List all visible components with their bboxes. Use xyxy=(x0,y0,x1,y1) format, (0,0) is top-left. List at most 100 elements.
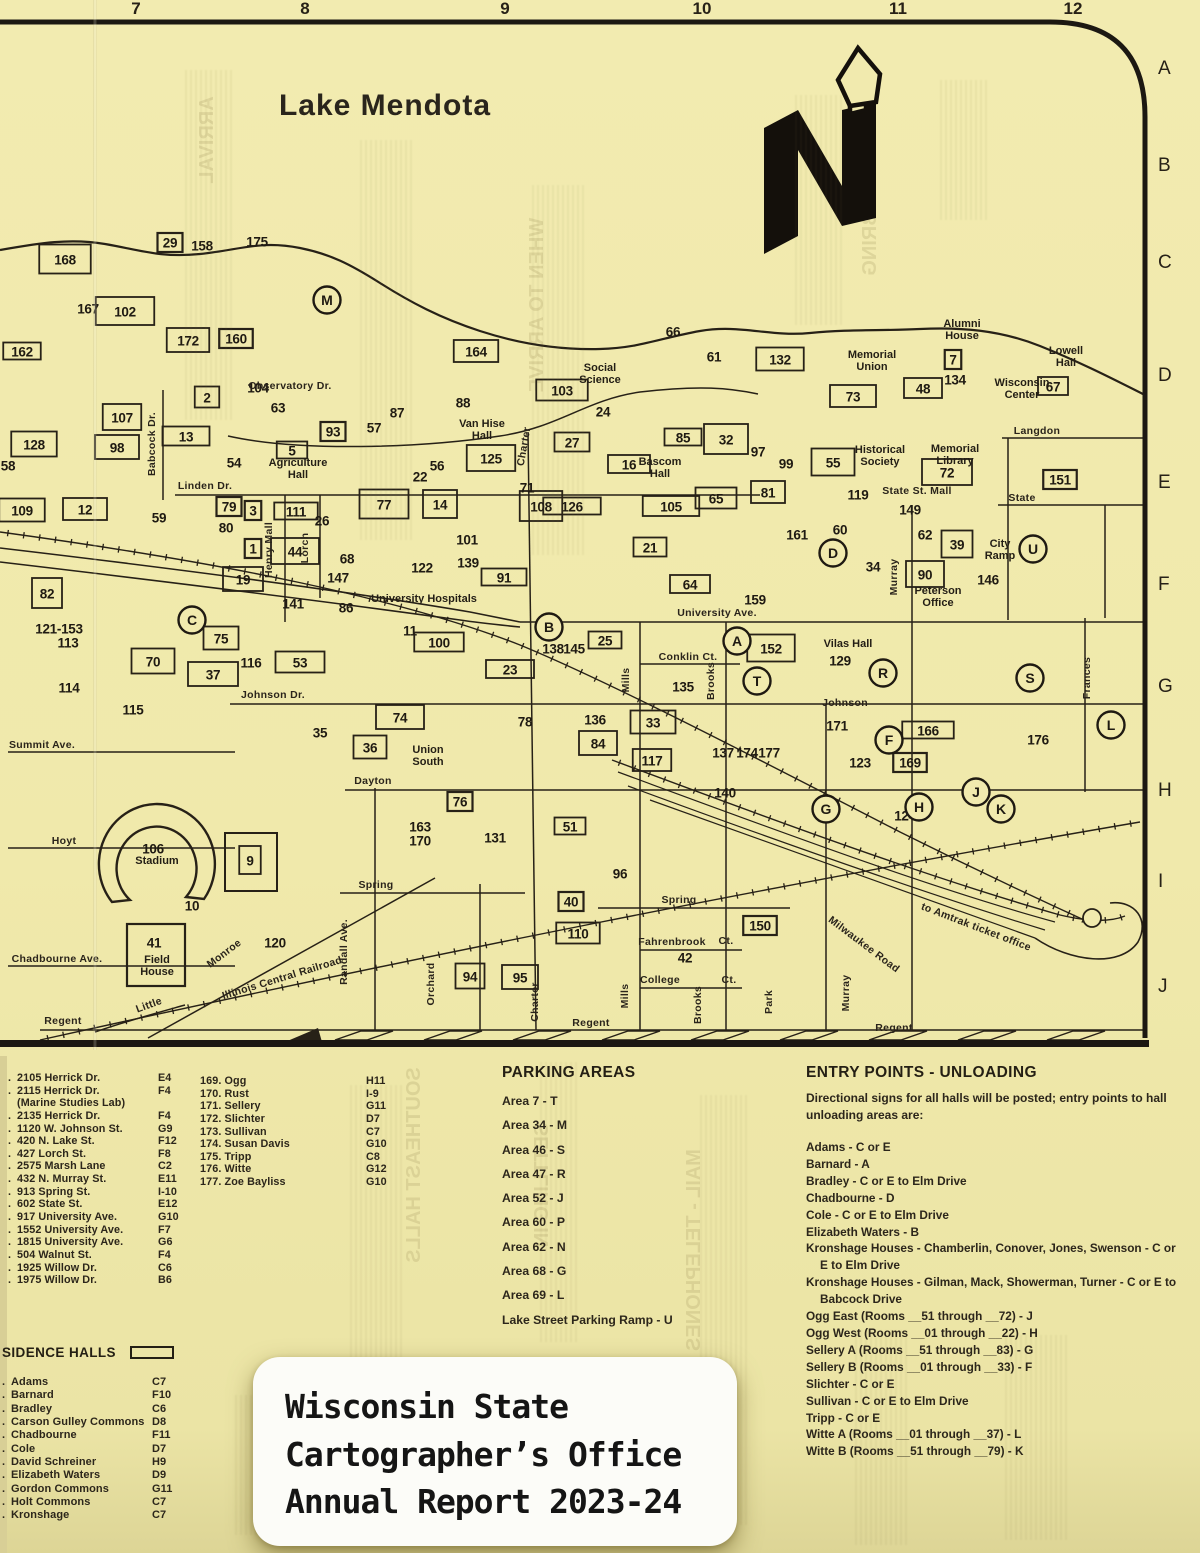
street-label: Babcock Dr. xyxy=(146,412,158,476)
railroad-tick xyxy=(688,901,692,908)
railroad-tick xyxy=(665,710,670,717)
building-number: 150 xyxy=(749,919,771,934)
building-number: 100 xyxy=(428,636,450,651)
entry-point-item: Sellery A (Rooms __51 through __83) - G xyxy=(806,1342,1034,1357)
list-item: .2135 Herrick Dr.F4 xyxy=(8,1109,171,1122)
parking-areas-title: PARKING AREAS xyxy=(502,1064,636,1081)
building-outline xyxy=(452,339,500,363)
area-circle-marker xyxy=(1018,534,1048,564)
railroad-tick xyxy=(101,543,105,551)
area-circle-marker xyxy=(177,605,207,635)
parking-area-item: Area 60 - P xyxy=(502,1215,566,1230)
list-item: .504 Walnut St.F4 xyxy=(8,1248,171,1261)
railroad-tick xyxy=(290,577,294,585)
building-number: 10 xyxy=(185,899,199,914)
building-number: 109 xyxy=(11,504,33,519)
railroad-tick xyxy=(737,746,742,753)
list-item: .602 State St.E12 xyxy=(8,1198,178,1211)
ghost-text-column xyxy=(350,1085,405,1385)
railroad-tick xyxy=(54,536,57,544)
railroad-tick xyxy=(218,997,222,1005)
hatch-mark xyxy=(601,1030,661,1041)
street-label: Observatory Dr. xyxy=(248,380,331,392)
map-border xyxy=(0,19,1148,1038)
ghost-text-column xyxy=(795,95,845,325)
street-label: State xyxy=(1008,492,1035,504)
building-number: 138 xyxy=(542,642,564,657)
railroad-line xyxy=(649,799,1036,939)
street-label: Johnson Dr. xyxy=(241,689,305,701)
railroad-tick xyxy=(406,957,409,965)
building-number: 91 xyxy=(497,571,512,586)
street-label: Ct. xyxy=(722,974,737,986)
campus-drive xyxy=(0,547,521,623)
street-label: Dayton xyxy=(354,775,391,787)
building-box xyxy=(215,495,243,518)
area-circle-marker xyxy=(961,777,991,807)
area-circle-letter: A xyxy=(732,633,742,649)
stadium-shape xyxy=(97,802,217,904)
building-outline xyxy=(165,327,211,353)
grid-row-ref: H xyxy=(1158,780,1172,801)
hatch-mark xyxy=(1046,1030,1106,1041)
building-number: 85 xyxy=(676,431,691,446)
hatch-mark xyxy=(779,1030,839,1041)
railroad-tick xyxy=(259,571,262,578)
building-number: 27 xyxy=(565,436,579,451)
parking-area-item: Area 34 - M xyxy=(502,1118,568,1133)
railroad-tick xyxy=(924,856,928,864)
building-number: 39 xyxy=(950,538,964,553)
building-number: 53 xyxy=(293,656,308,671)
grid-row-ref: F xyxy=(1158,574,1170,595)
building-outline xyxy=(555,921,601,945)
building-number: 55 xyxy=(826,456,841,471)
parking-area-item: Area 47 - R xyxy=(502,1166,566,1181)
building-number: 68 xyxy=(340,552,355,567)
railroad-tick xyxy=(1034,836,1038,844)
building-outline xyxy=(903,377,943,399)
building-number: 21 xyxy=(643,541,658,556)
building-number: 108 xyxy=(530,500,552,515)
list-item: .2105 Herrick Dr.E4 xyxy=(8,1072,172,1084)
area-circle-marker xyxy=(818,538,848,568)
railroad-tick xyxy=(722,739,727,746)
railroad-tick xyxy=(828,836,832,844)
building-outline xyxy=(755,346,805,372)
area-circle-letter: B xyxy=(544,619,554,635)
list-item: .1552 University Ave.F7 xyxy=(8,1223,171,1236)
building-number: 7 xyxy=(949,353,956,368)
building-number: 24 xyxy=(596,405,611,420)
railroad-tick xyxy=(692,787,697,794)
list-item: .2115 Herrick Dr.F4 xyxy=(8,1084,171,1097)
building-number: 1 xyxy=(249,542,257,557)
railroad-tick xyxy=(735,892,739,899)
railroad-tick xyxy=(133,548,136,556)
building-outline xyxy=(631,748,673,772)
area-circle-marker xyxy=(1096,710,1126,740)
building-outline xyxy=(187,661,239,687)
railroad-tick xyxy=(651,703,656,710)
building-number: 96 xyxy=(613,867,628,882)
building-number: 147 xyxy=(327,571,349,586)
building-outline xyxy=(413,631,465,653)
building-number: 63 xyxy=(271,401,286,416)
railroad-tick xyxy=(657,907,660,914)
hatch-mark xyxy=(690,1030,750,1041)
railroad-tick xyxy=(995,892,999,900)
railroad-tick xyxy=(1023,889,1028,896)
railroad-tick xyxy=(202,1000,206,1008)
building-outline xyxy=(1037,376,1069,396)
building-outline xyxy=(454,962,486,990)
building-number: 51 xyxy=(563,820,578,835)
hatch-mark xyxy=(334,1030,394,1041)
railroad-tick xyxy=(908,859,912,867)
building-number: 11 xyxy=(403,624,417,639)
building-outline xyxy=(375,704,425,730)
